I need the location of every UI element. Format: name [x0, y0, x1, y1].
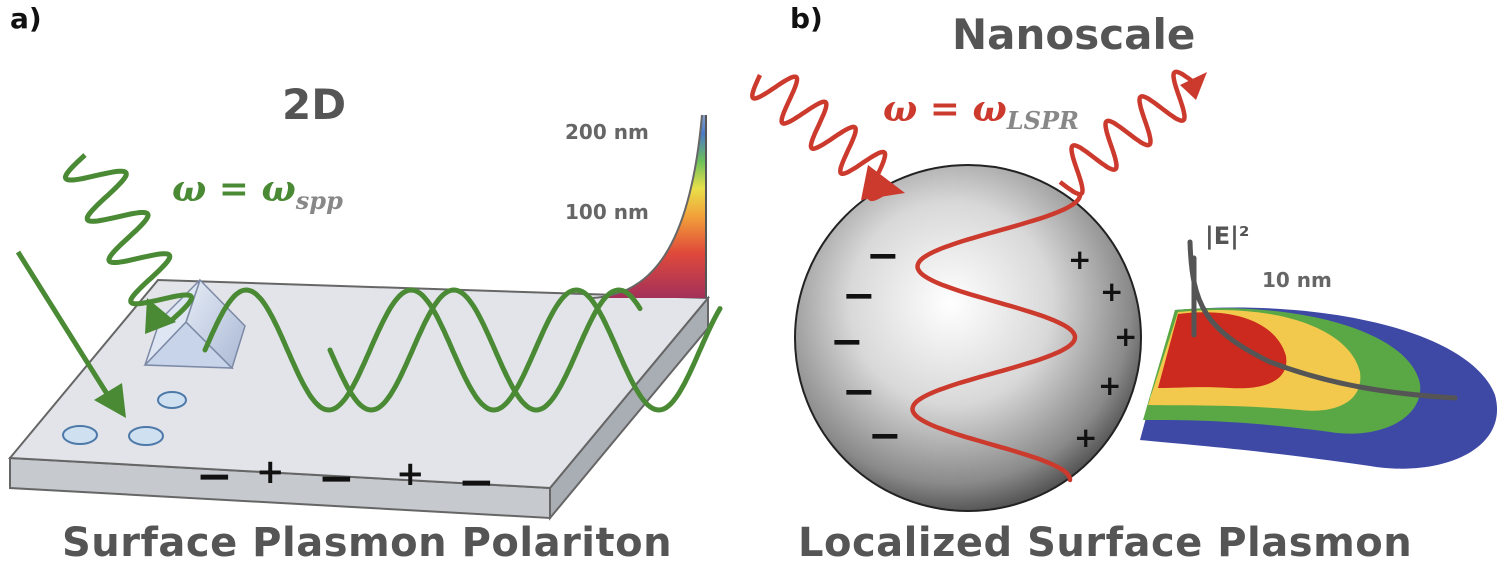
decay-profile	[591, 114, 707, 299]
sphere-charge-neg-1: −	[866, 233, 900, 279]
sphere-charge-neg-3: −	[830, 319, 864, 365]
scattered-arrowhead-b	[1180, 72, 1207, 100]
sphere-charge-neg-5: −	[868, 413, 902, 459]
sphere-charge-pos-3: +	[1114, 320, 1138, 353]
spp-wave-1	[202, 287, 723, 413]
lspr-equation-sub: LSPR	[1006, 106, 1079, 135]
panel-a-label: a)	[10, 2, 42, 35]
incident-wave-a	[62, 153, 195, 322]
slab-charge-1: −	[196, 451, 233, 502]
scale-label-200nm: 200 nm	[565, 120, 649, 144]
nanoparticle-sphere	[794, 164, 1142, 512]
sphere-charge-neg-4: −	[842, 369, 876, 415]
caption-spp: Surface Plasmon Polariton	[62, 520, 673, 566]
scattered-wave-b	[1058, 69, 1198, 197]
lspr-wave	[910, 192, 1083, 483]
incident-arrow-a-head	[94, 383, 126, 418]
sphere-charge-pos-4: +	[1098, 369, 1122, 402]
caption-lsp: Localized Surface Plasmon	[798, 520, 1413, 566]
field-intensity-label: |E|²	[1205, 222, 1250, 250]
lspr-equation: ω = ωLSPR	[883, 88, 1079, 135]
spp-equation: ω = ωspp	[172, 168, 343, 215]
sphere-charge-neg-2: −	[842, 273, 876, 319]
slab-charge-4: +	[396, 454, 425, 494]
incident-arrow-a	[15, 250, 117, 407]
sphere-charge-pos-5: +	[1074, 421, 1098, 454]
scale-label-100nm: 100 nm	[565, 200, 649, 224]
panel-b-title: Nanoscale	[952, 10, 1196, 59]
lspr-equation-lhs: ω = ω	[883, 88, 1007, 130]
panel-b-label: b)	[790, 2, 823, 35]
sphere-charge-pos-1: +	[1068, 243, 1092, 276]
field-decay-curve	[1187, 239, 1458, 401]
sphere-charge-pos-2: +	[1100, 275, 1124, 308]
incident-arrowhead-a	[145, 298, 176, 334]
incident-wave-b	[750, 74, 894, 202]
spp-equation-sub: spp	[295, 186, 343, 215]
slab-charge-3: −	[318, 453, 355, 504]
spp-wave-2	[327, 287, 643, 413]
incident-arrowhead-b	[861, 165, 905, 200]
droplets	[62, 391, 187, 446]
slab-charge-2: +	[256, 452, 285, 492]
panel-a-title: 2D	[282, 80, 347, 129]
scale-label-10nm: 10 nm	[1262, 268, 1332, 292]
spp-equation-lhs: ω = ω	[172, 168, 296, 210]
slab-charge-5: −	[458, 457, 495, 508]
field-bands	[1140, 307, 1498, 469]
